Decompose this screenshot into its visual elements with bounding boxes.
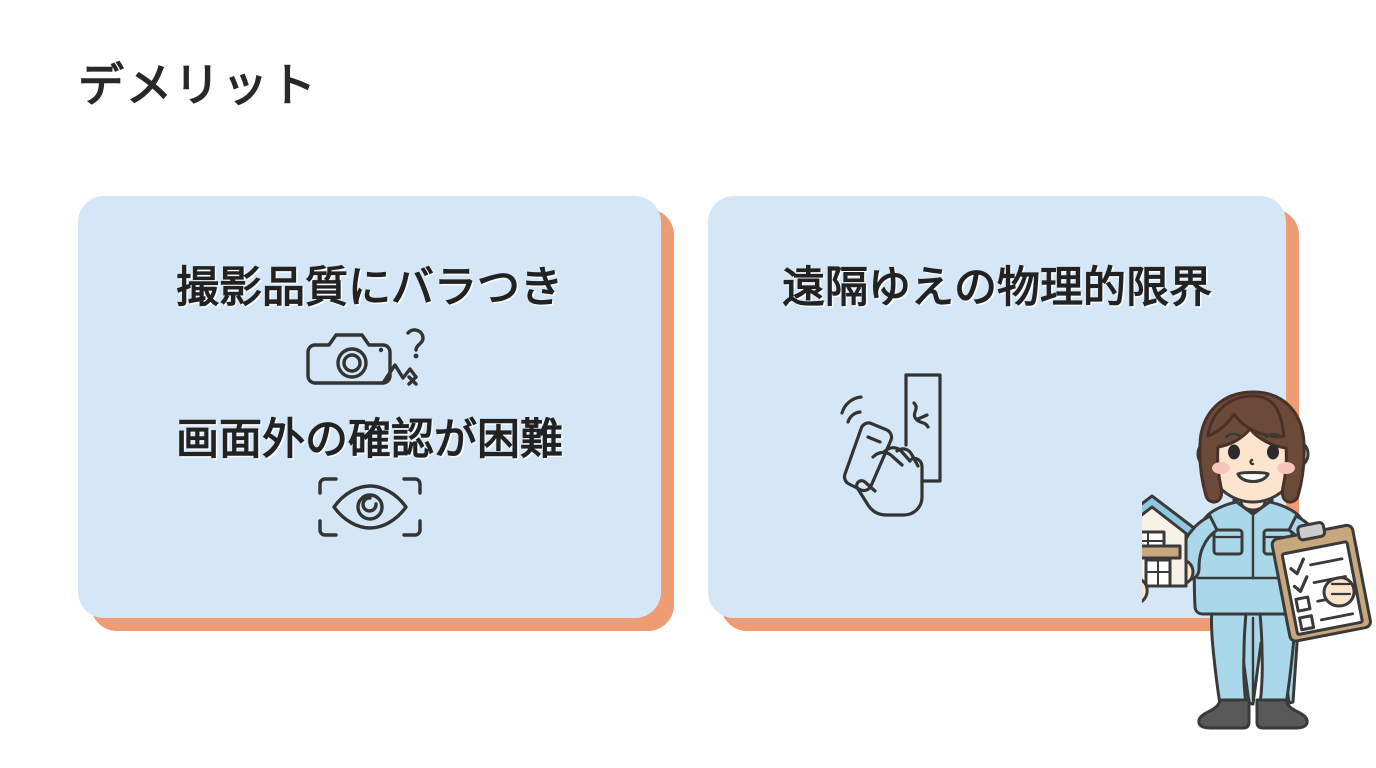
camera-question-icon <box>305 321 435 396</box>
inspector-woman-illustration <box>1108 382 1376 768</box>
shooting-quality-card: 撮影品質にバラつき 画面外の確認が困難 <box>78 196 674 631</box>
eye-viewfinder-icon <box>312 471 428 548</box>
phone-hand-wall-crack-icon <box>828 365 956 530</box>
card-right-heading-1: 遠隔ゆえの物理的限界 <box>782 264 1212 312</box>
card-left-heading-1: 撮影品質にバラつき <box>176 264 563 312</box>
card-surface-left: 撮影品質にバラつき 画面外の確認が困難 <box>78 196 661 618</box>
page-title: デメリット <box>78 59 318 111</box>
card-left-heading-2: 画面外の確認が困難 <box>176 416 563 465</box>
